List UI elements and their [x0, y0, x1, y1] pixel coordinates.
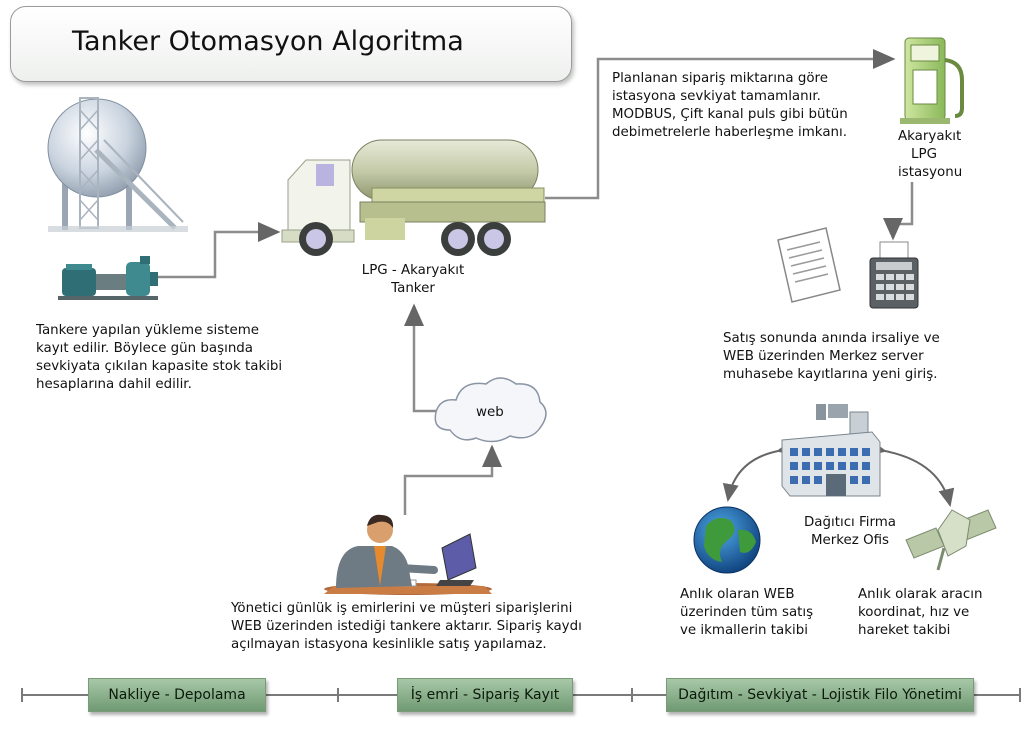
phase-is-emri-siparis: İş emri - Sipariş Kayıt: [397, 678, 573, 712]
cloud-icon: [434, 377, 547, 443]
connector-station-to-register: [883, 182, 914, 241]
web-tracking-note: Anlık olaran WEB üzerinden tüm satış ve …: [680, 587, 814, 638]
connector-web-to-tanker: [404, 303, 437, 413]
office-building-icon: [781, 404, 881, 497]
vehicle-tracking-note: Anlık olarak aracın koordinat, hız ve ha…: [858, 587, 983, 638]
connector-office-to-satellite: [867, 440, 955, 507]
connector-manager-to-web: [403, 444, 502, 515]
tanker-truck-icon: [281, 139, 546, 256]
phase-nakliye-depolama: Nakliye - Depolama: [88, 678, 266, 712]
satellite-icon: [905, 509, 997, 571]
globe-icon: [693, 506, 761, 574]
tanker-label: LPG - Akaryakıt Tanker: [361, 263, 465, 296]
manager-order-note: Yönetici günlük iş emirlerini ve müşteri…: [231, 601, 582, 652]
pump-icon: [58, 256, 158, 300]
title-box: [10, 6, 572, 82]
sales-invoice-note: Satış sonunda anında irsaliye ve WEB üze…: [723, 331, 940, 382]
connector-office-to-globe: [722, 439, 796, 502]
station-delivery-note: Planlanan sipariş miktarına göre istasyo…: [612, 71, 848, 140]
fuel-station-label: Akaryakıt LPG istasyonu: [898, 129, 963, 180]
cloud-label: web: [476, 405, 504, 420]
lpg-sphere-tank-icon: [47, 97, 188, 232]
document-icon: [777, 227, 841, 303]
manager-at-desk-icon: [324, 514, 492, 595]
office-label: Dağıtıcı Firma Merkez Ofis: [803, 515, 896, 548]
phase-dagitim-sevkiyat: Dağıtım - Sevkiyat - Lojistik Filo Yönet…: [666, 678, 974, 712]
page-title: Tanker Otomasyon Algoritma: [72, 26, 464, 57]
loading-record-note: Tankere yapılan yükleme sisteme kayıt ed…: [36, 323, 283, 392]
connector-pump-to-tanker: [158, 222, 281, 279]
fuel-station-icon: [900, 37, 964, 124]
connector-tanker-to-station: [545, 49, 896, 200]
cash-register-icon: [869, 241, 919, 309]
